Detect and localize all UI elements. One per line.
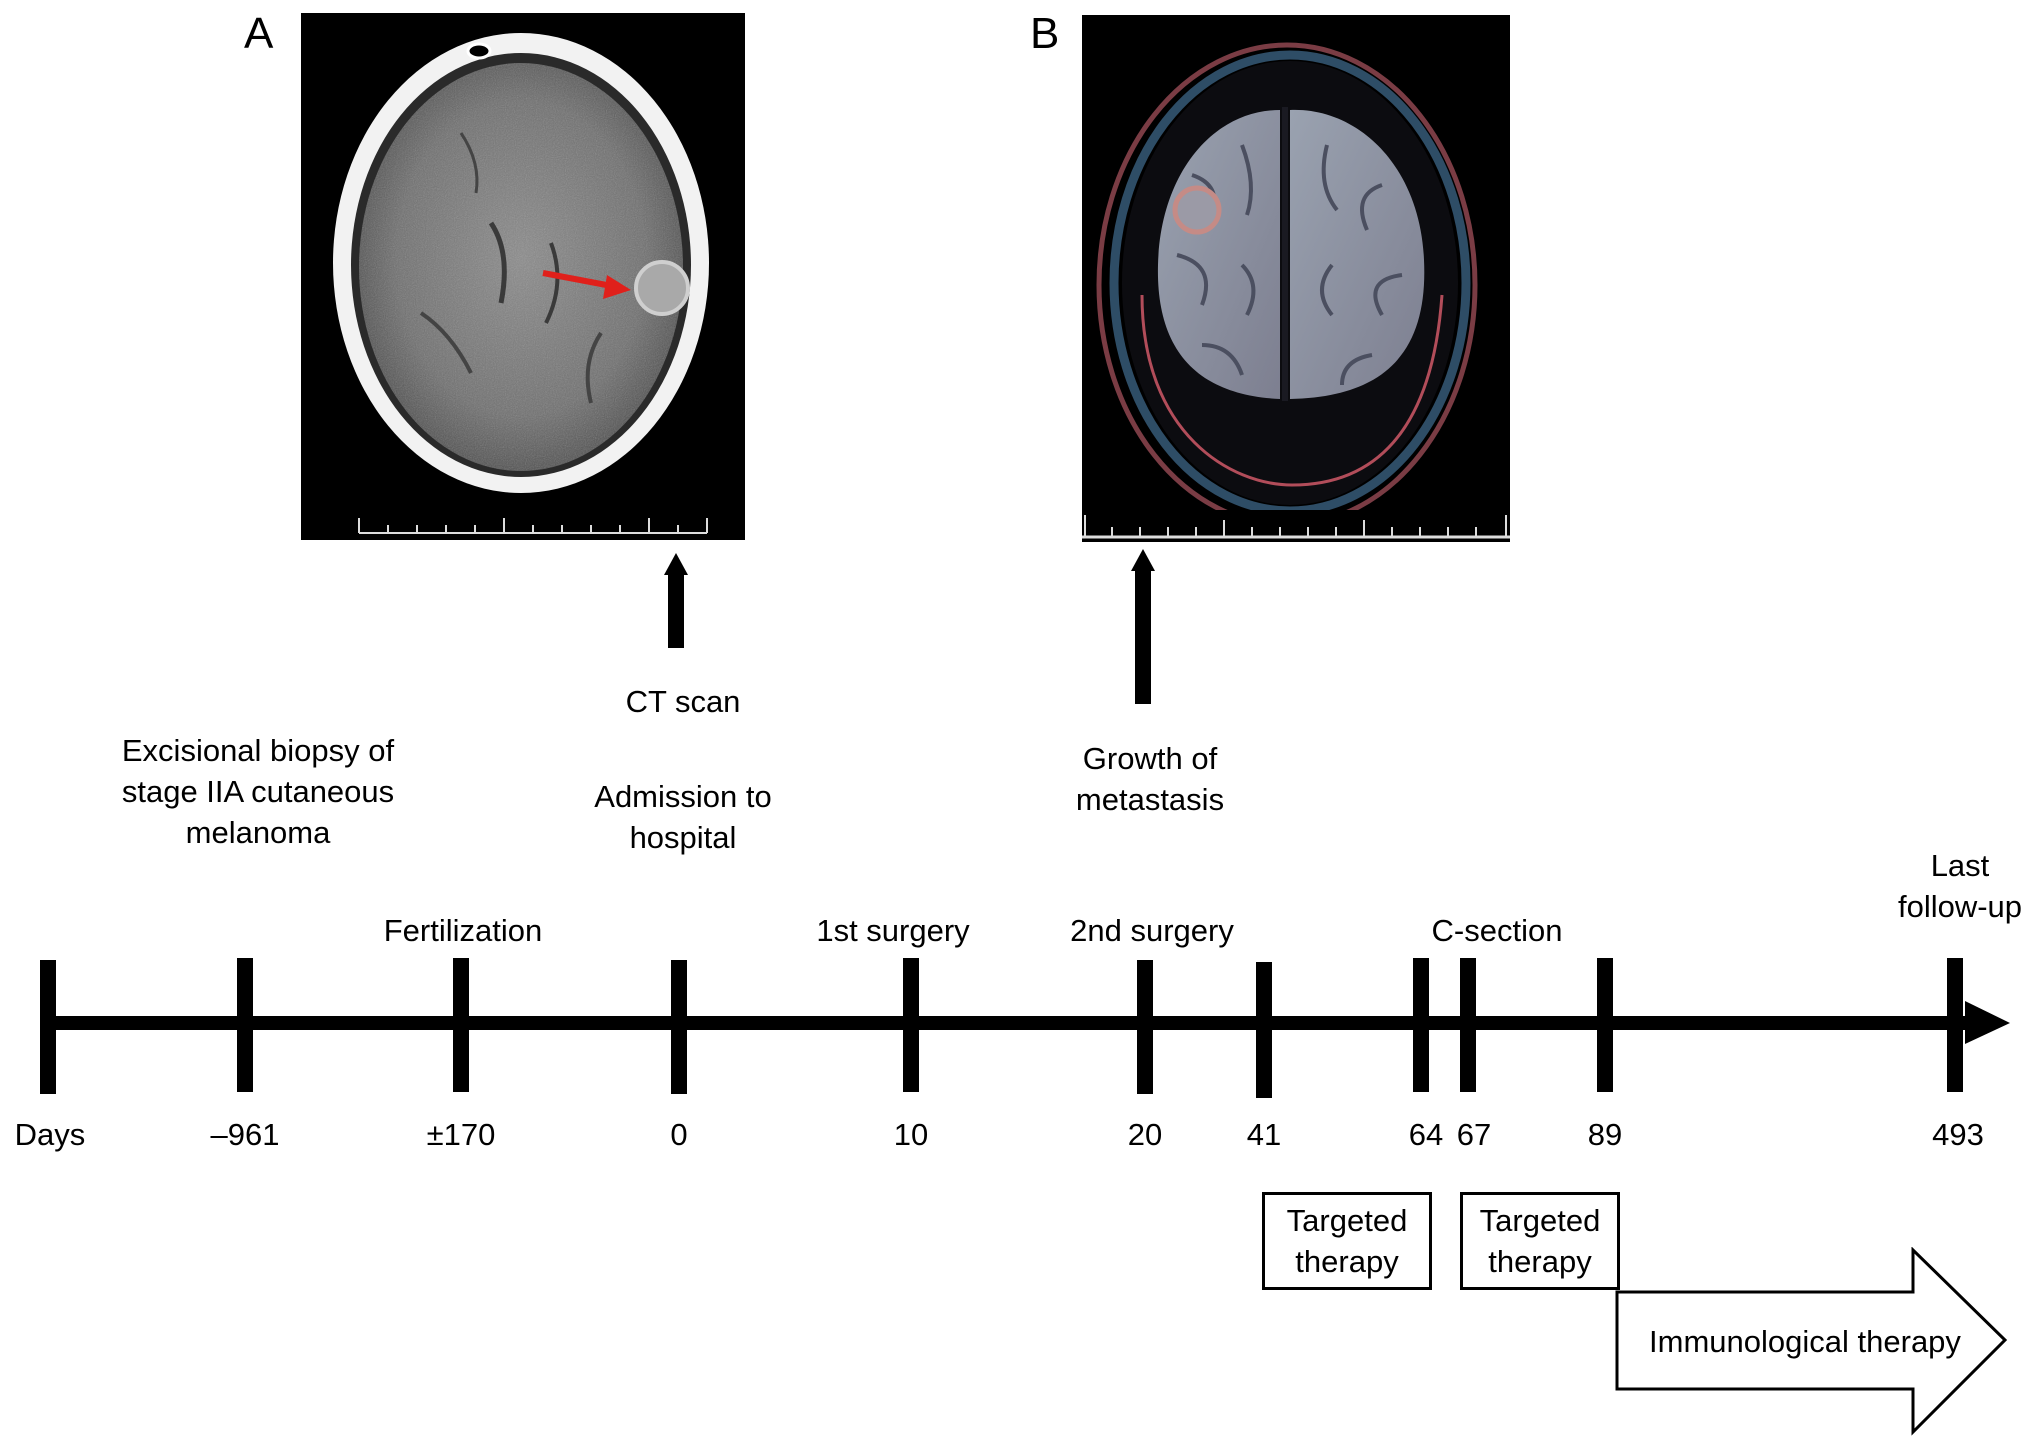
metastasis-up-arrow (1131, 549, 1155, 704)
timeline-axis (40, 1000, 2010, 1044)
tick-10 (903, 958, 919, 1092)
c-section-label: C-section (1431, 913, 1563, 948)
tick-20 (1137, 960, 1153, 1094)
last-follow-up-label: Last follow-up (1897, 848, 2023, 924)
tick-0 (671, 960, 687, 1094)
tick-64 (1413, 958, 1429, 1092)
immunological-therapy-label: Immunological therapy (1649, 1324, 1961, 1359)
day-value: 64 (1408, 1117, 1444, 1152)
biopsy-label: Excisional biopsy of stage IIA cutaneous… (121, 733, 395, 850)
tick-days (40, 960, 56, 1094)
day-value: ±170 (426, 1117, 496, 1152)
days-axis-label: Days (14, 1117, 86, 1152)
tick-67 (1460, 958, 1476, 1092)
day-value: 493 (1932, 1117, 1984, 1152)
mri-brain-scan-image (1082, 15, 1510, 542)
day-value: 67 (1456, 1117, 1492, 1152)
first-surgery-label: 1st surgery (816, 913, 970, 948)
day-value: 41 (1246, 1117, 1282, 1152)
day-value: 10 (893, 1117, 929, 1152)
tick-minus-961 (237, 958, 253, 1092)
ct-scan-up-arrow (664, 553, 688, 648)
second-surgery-label: 2nd surgery (1070, 913, 1234, 948)
targeted-therapy-box-1: Targeted therapy (1262, 1192, 1432, 1290)
tick-493 (1947, 958, 1963, 1092)
growth-of-metastasis-label: Growth of metastasis (1075, 741, 1225, 817)
immunological-therapy-arrow (1615, 1247, 2010, 1437)
targeted-therapy-box-2: Targeted therapy (1460, 1192, 1620, 1290)
day-value: –961 (210, 1117, 280, 1152)
tick-41 (1256, 962, 1272, 1098)
ct-brain-scan-image (301, 13, 745, 540)
ct-scan-label: CT scan (625, 684, 741, 719)
tick-89 (1597, 958, 1613, 1092)
panel-letter-b: B (1030, 9, 1060, 58)
panel-letter-a: A (244, 9, 274, 58)
tick-170 (453, 958, 469, 1092)
day-value: 0 (670, 1117, 688, 1152)
fertilization-label: Fertilization (383, 913, 543, 948)
day-value: 89 (1587, 1117, 1623, 1152)
admission-label: Admission to hospital (594, 779, 772, 855)
day-value: 20 (1127, 1117, 1163, 1152)
